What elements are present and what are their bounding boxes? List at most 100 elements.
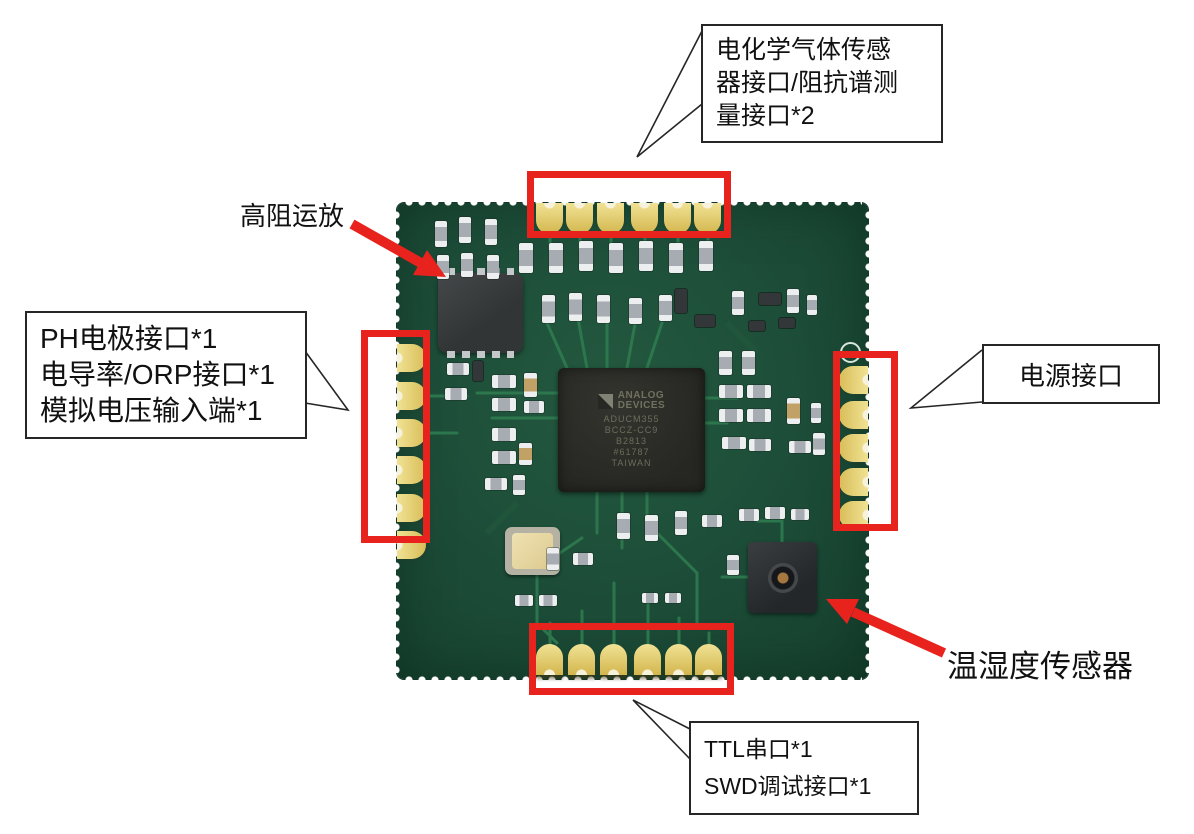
callout-text-line: TTL串口*1 bbox=[704, 736, 813, 762]
leader-line-debug bbox=[632, 699, 691, 760]
smd-component bbox=[722, 437, 746, 449]
smd-component bbox=[629, 298, 642, 324]
smd-component bbox=[459, 217, 471, 243]
smd-component bbox=[779, 318, 795, 328]
callout-debug-interface: TTL串口*1 SWD调试接口*1 bbox=[689, 721, 919, 815]
smd-component bbox=[807, 295, 817, 315]
callout-text-line: 电导率/ORP接口*1 bbox=[40, 359, 275, 390]
smd-component bbox=[445, 388, 467, 400]
smd-component bbox=[617, 513, 630, 539]
smd-component bbox=[639, 241, 653, 271]
callout-text-line: 模拟电压输入端*1 bbox=[40, 395, 263, 426]
highlight-box-gas-interface-pads bbox=[527, 171, 731, 238]
smd-component bbox=[789, 441, 811, 453]
smd-component bbox=[732, 291, 744, 315]
smd-component bbox=[759, 293, 781, 305]
chip-marking: #61787 bbox=[613, 447, 650, 457]
smd-component bbox=[645, 515, 658, 541]
smd-component bbox=[675, 511, 687, 535]
smd-component bbox=[727, 555, 739, 575]
smd-component bbox=[642, 593, 658, 603]
smd-component bbox=[573, 553, 593, 565]
smd-component bbox=[519, 443, 532, 465]
smd-component bbox=[461, 253, 473, 277]
smd-component bbox=[579, 241, 593, 271]
callout-text-line: 电化学气体传感 bbox=[716, 36, 892, 64]
smd-component bbox=[765, 507, 785, 519]
highlight-box-debug-pads bbox=[529, 623, 734, 695]
callout-text-line: PH电极接口*1 bbox=[40, 323, 218, 354]
smd-component bbox=[813, 433, 825, 455]
callout-gas-sensor-interface: 电化学气体传感 器接口/阻抗谱测 量接口*2 bbox=[701, 24, 943, 143]
smd-component bbox=[549, 243, 563, 273]
smd-component bbox=[747, 385, 771, 398]
highlight-box-analog-input-pads bbox=[361, 330, 430, 543]
smd-component bbox=[702, 515, 722, 527]
pcb-board: ANALOG DEVICES ADUCM355 BCCZ-CC9 B2813 #… bbox=[396, 202, 869, 680]
smd-component bbox=[492, 398, 516, 411]
smd-component bbox=[791, 509, 809, 520]
opamp-chip bbox=[438, 268, 523, 358]
label-temp-sensor: 温湿度传感器 bbox=[947, 649, 1133, 684]
chip-marking: ADUCM355 bbox=[603, 414, 660, 424]
sensor-vent-hole bbox=[767, 562, 798, 593]
callout-analog-inputs: PH电极接口*1 电导率/ORP接口*1 模拟电压输入端*1 bbox=[25, 311, 307, 439]
smd-component bbox=[675, 289, 687, 313]
smd-component bbox=[747, 409, 771, 422]
smd-component bbox=[547, 548, 559, 570]
smd-component bbox=[513, 475, 525, 495]
smd-component bbox=[659, 295, 672, 321]
smd-component bbox=[699, 241, 713, 271]
aducm355-chip: ANALOG DEVICES ADUCM355 BCCZ-CC9 B2813 #… bbox=[558, 368, 705, 492]
smd-component bbox=[542, 295, 555, 323]
smd-component bbox=[487, 255, 499, 279]
chip-marking: TAIWAN bbox=[611, 458, 652, 468]
smd-component bbox=[437, 255, 449, 279]
smd-component bbox=[539, 595, 557, 606]
smd-component bbox=[719, 409, 743, 422]
smd-component bbox=[719, 385, 743, 398]
solder-pad bbox=[600, 644, 627, 675]
smd-component bbox=[749, 321, 765, 331]
solder-pad bbox=[634, 644, 661, 675]
callout-power-interface: 电源接口 bbox=[982, 344, 1160, 404]
smd-component bbox=[787, 289, 799, 313]
smd-component bbox=[742, 351, 755, 375]
smd-component bbox=[669, 243, 683, 273]
leader-line-analog bbox=[304, 350, 350, 412]
smd-component bbox=[719, 351, 732, 375]
smd-component bbox=[739, 509, 759, 521]
smd-component bbox=[435, 221, 447, 247]
smd-component bbox=[515, 595, 533, 606]
solder-pad bbox=[568, 644, 595, 675]
smd-component bbox=[485, 219, 497, 245]
chip-marking: BCCZ-CC9 bbox=[604, 425, 659, 435]
callout-text-line: 量接口*2 bbox=[716, 102, 815, 130]
smd-component bbox=[695, 315, 715, 327]
highlight-box-power-pads bbox=[833, 351, 898, 531]
solder-pad bbox=[695, 644, 722, 675]
smd-component bbox=[492, 428, 516, 441]
smd-component bbox=[492, 451, 516, 464]
smd-component bbox=[524, 401, 544, 413]
solder-pad bbox=[665, 644, 692, 675]
smd-component bbox=[519, 243, 533, 273]
smd-component bbox=[492, 375, 516, 388]
smd-component bbox=[749, 439, 771, 451]
callout-text-line: 电源接口 bbox=[1018, 360, 1123, 391]
leader-line-power bbox=[908, 349, 983, 410]
analog-devices-logo-icon bbox=[597, 393, 613, 409]
smd-component bbox=[787, 398, 800, 424]
solder-pad bbox=[536, 644, 563, 675]
smd-component bbox=[569, 293, 582, 321]
smd-component bbox=[473, 361, 483, 381]
smd-component bbox=[524, 373, 537, 397]
chip-brand-line: ANALOG bbox=[617, 390, 665, 401]
smd-component bbox=[665, 593, 681, 603]
smd-component bbox=[811, 403, 821, 423]
smd-component bbox=[485, 478, 507, 490]
leader-line-gas bbox=[636, 30, 703, 158]
chip-marking: B2813 bbox=[615, 436, 648, 446]
smd-component bbox=[447, 363, 469, 375]
